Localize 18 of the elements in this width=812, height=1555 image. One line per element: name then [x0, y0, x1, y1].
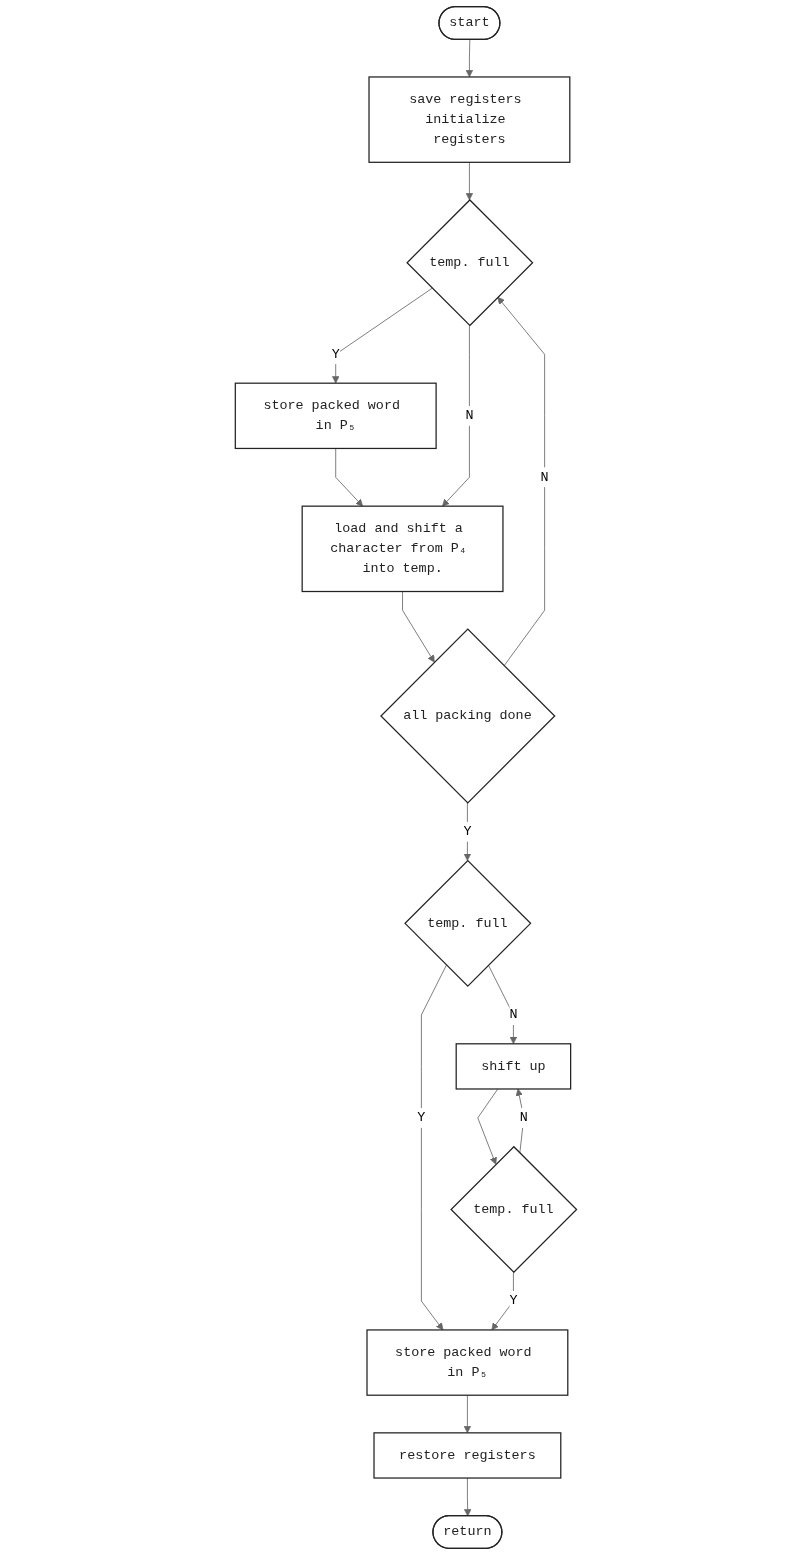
node-box: store packed word in P₅ — [234, 382, 437, 450]
node-box: save registers initialize registers — [368, 76, 571, 163]
node-box: load and shift a character from P₄ into temp. — [301, 505, 504, 593]
edge-label: Y — [463, 824, 472, 840]
node-box: store packed word in P₅ — [366, 1329, 569, 1396]
edge-label: Y — [509, 1293, 518, 1309]
edge-label: N — [509, 1007, 518, 1023]
node-box: shift up — [455, 1043, 572, 1090]
edge-label: N — [465, 408, 474, 424]
node-diamond: all packing done — [380, 628, 556, 804]
node-diamond: temp. full — [450, 1145, 578, 1274]
edge-label: Y — [331, 346, 340, 362]
node-diamond: temp. full — [406, 199, 534, 327]
node-diamond: temp. full — [404, 859, 532, 987]
edge-label: N — [519, 1110, 528, 1126]
edge-label: N — [540, 469, 549, 485]
edge-label: Y — [417, 1110, 426, 1126]
node-box: restore registers — [373, 1432, 562, 1479]
